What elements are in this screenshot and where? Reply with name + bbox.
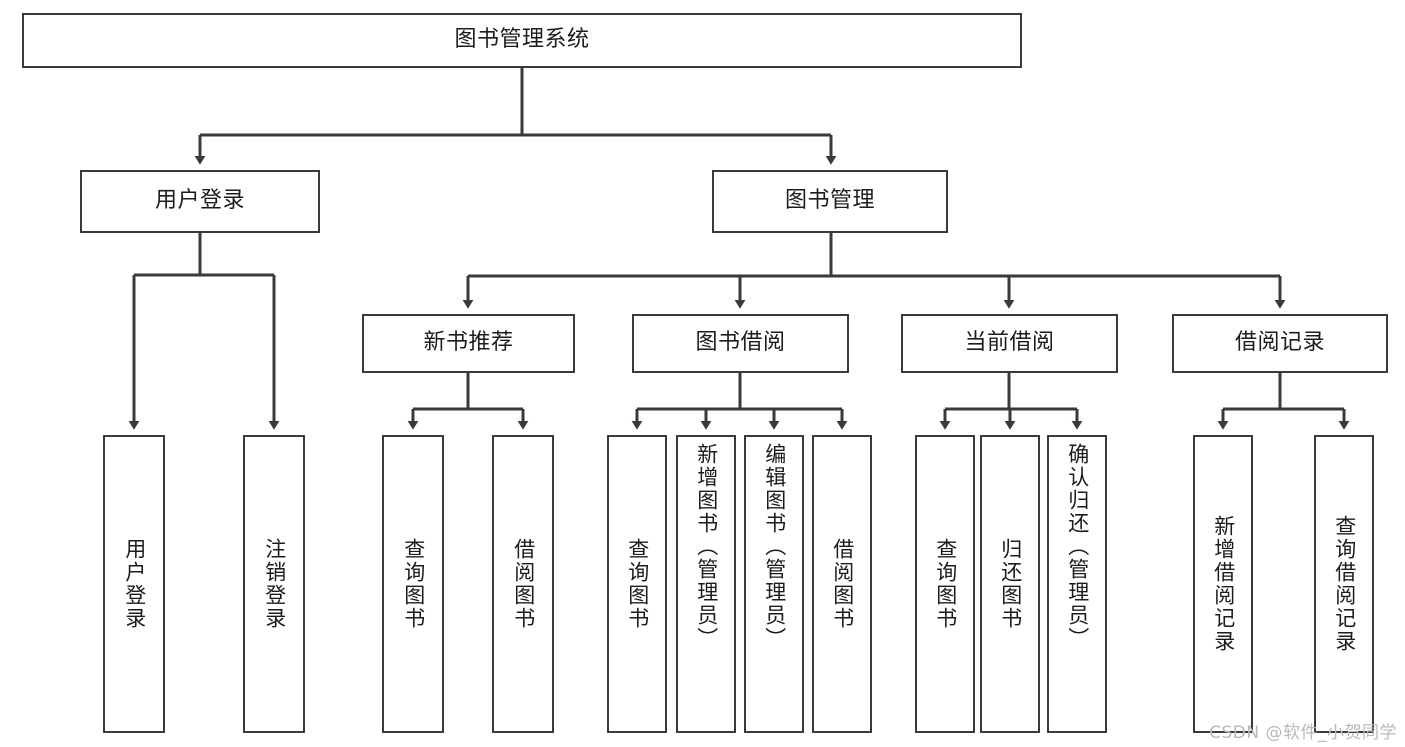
node-label: 当前借阅 — [964, 330, 1055, 356]
node-label: 查询图书 — [933, 538, 958, 630]
leaf-user-logout[interactable]: 注销登录 — [243, 435, 305, 733]
node-label: 图书借阅 — [695, 330, 786, 356]
leaf-borrow-borrow-book[interactable]: 借阅图书 — [812, 435, 872, 733]
node-book-management[interactable]: 图书管理 — [712, 170, 948, 233]
node-label: 新增图书（管理员） — [694, 443, 719, 650]
leaf-record-query-borrow-record[interactable]: 查询借阅记录 — [1314, 435, 1374, 733]
node-label: 编辑图书（管理员） — [762, 443, 787, 650]
node-label: 图书管理系统 — [454, 27, 590, 53]
node-book-borrow[interactable]: 图书借阅 — [632, 314, 849, 373]
node-label: 借阅图书 — [830, 538, 855, 630]
leaf-current-confirm-return-admin[interactable]: 确认归还（管理员） — [1047, 435, 1107, 733]
node-label: 归还图书 — [998, 538, 1023, 630]
leaf-current-return-book[interactable]: 归还图书 — [980, 435, 1040, 733]
node-label: 确认归还（管理员） — [1065, 443, 1090, 650]
node-label: 查询图书 — [625, 538, 650, 630]
node-label: 新书推荐 — [423, 330, 514, 356]
node-label: 用户登录 — [154, 188, 245, 214]
node-label: 新增借阅记录 — [1211, 515, 1236, 653]
leaf-record-add-borrow-record[interactable]: 新增借阅记录 — [1193, 435, 1253, 733]
node-label: 查询借阅记录 — [1332, 515, 1357, 653]
leaf-borrow-add-book-admin[interactable]: 新增图书（管理员） — [676, 435, 736, 733]
node-new-book-recommend[interactable]: 新书推荐 — [362, 314, 575, 373]
node-current-borrow[interactable]: 当前借阅 — [901, 314, 1118, 373]
node-label: 图书管理 — [784, 188, 875, 214]
node-label: 借阅记录 — [1234, 330, 1325, 356]
leaf-recommend-borrow-book[interactable]: 借阅图书 — [492, 435, 554, 733]
node-root-book-management-system[interactable]: 图书管理系统 — [22, 13, 1022, 68]
leaf-current-query-book[interactable]: 查询图书 — [915, 435, 975, 733]
leaf-recommend-query-book[interactable]: 查询图书 — [382, 435, 444, 733]
leaf-borrow-query-book[interactable]: 查询图书 — [607, 435, 667, 733]
node-borrow-record[interactable]: 借阅记录 — [1172, 314, 1388, 373]
node-label: 注销登录 — [262, 538, 287, 630]
node-user-login[interactable]: 用户登录 — [80, 170, 320, 233]
leaf-borrow-edit-book-admin[interactable]: 编辑图书（管理员） — [744, 435, 804, 733]
node-label: 借阅图书 — [511, 538, 536, 630]
node-label: 查询图书 — [401, 538, 426, 630]
csdn-watermark: CSDN @软件_小贺同学 — [1209, 723, 1397, 743]
leaf-user-login[interactable]: 用户登录 — [103, 435, 165, 733]
node-label: 用户登录 — [122, 538, 147, 630]
